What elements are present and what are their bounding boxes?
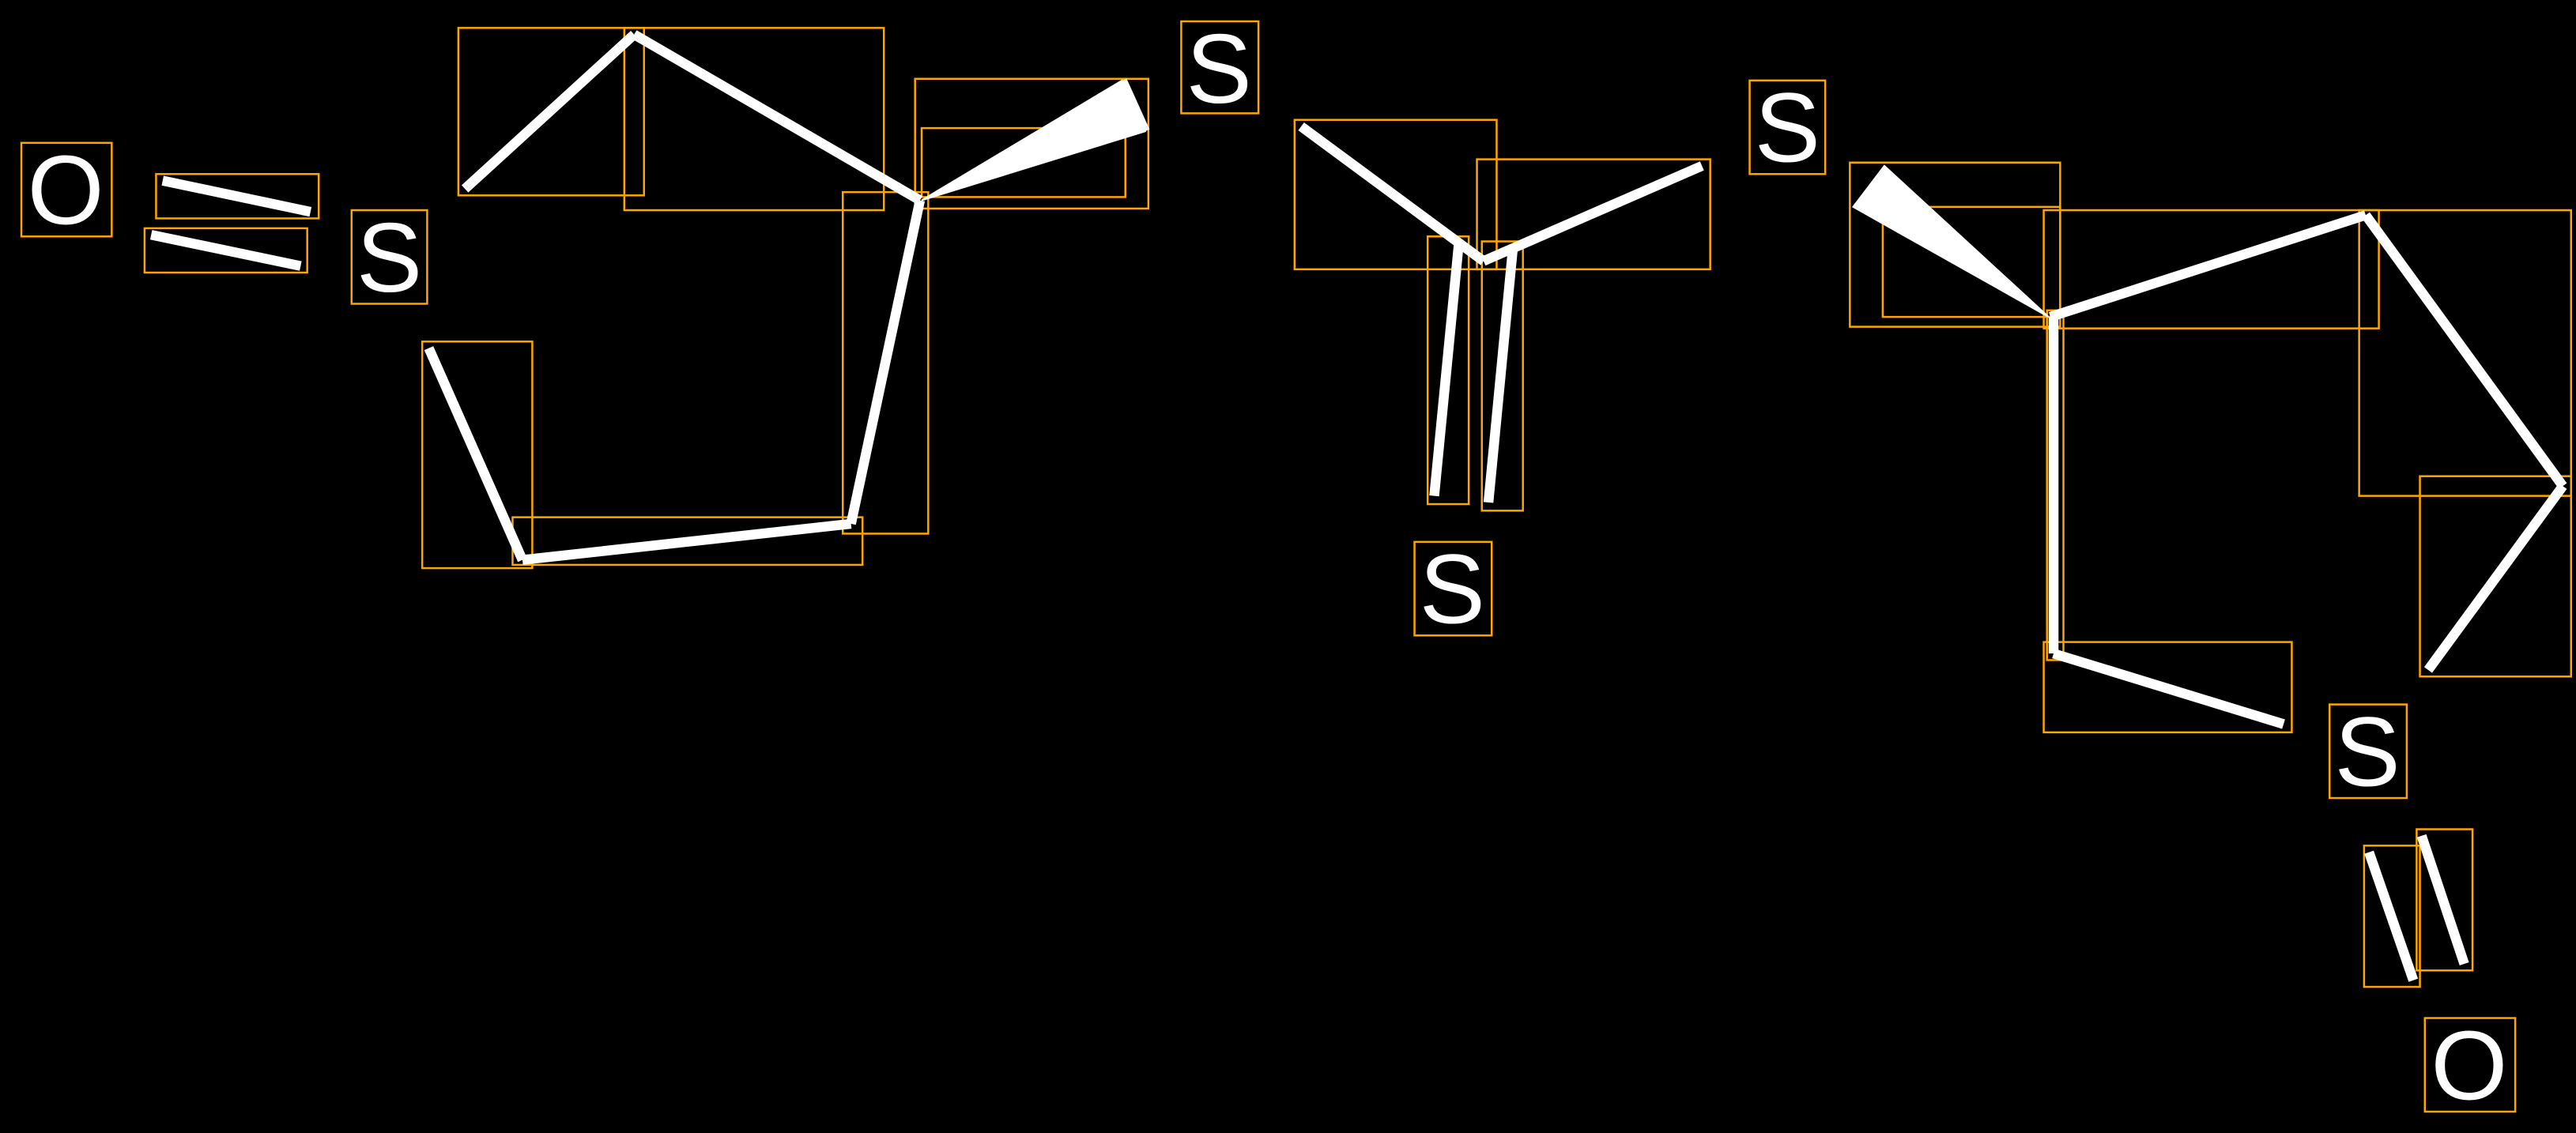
bond-line xyxy=(2423,483,2567,673)
bounding-box xyxy=(143,227,308,274)
bond-line xyxy=(1429,242,1464,497)
bounding-box xyxy=(1293,119,1498,271)
bounding-box xyxy=(2363,845,2421,988)
bounding-box xyxy=(1480,240,1524,512)
bounding-box xyxy=(1748,79,1827,175)
bonds xyxy=(149,30,2567,982)
bounding-box xyxy=(1881,205,2061,318)
atom-o-1: O xyxy=(28,136,104,246)
bond-line xyxy=(2416,834,2469,965)
bounding-box xyxy=(1180,20,1260,115)
atom-s-4: S xyxy=(1755,73,1820,183)
bond-line xyxy=(2052,649,2285,729)
bond-line xyxy=(149,230,302,271)
bond-line xyxy=(846,199,926,525)
bounding-box xyxy=(2328,703,2408,800)
atom-s-1: S xyxy=(356,203,422,313)
bond-line xyxy=(2361,212,2567,489)
bond-line xyxy=(2364,850,2419,982)
wedge-bond xyxy=(921,79,1147,201)
bounding-box xyxy=(2423,1017,2517,1113)
wedge-bond xyxy=(1851,164,2050,318)
bond-line xyxy=(1481,161,1704,266)
bounding-box xyxy=(20,141,113,238)
bounding-box xyxy=(350,209,428,305)
bond-line xyxy=(632,30,923,205)
bounding-box xyxy=(1476,158,1711,271)
atom-labels: O S S S S S O xyxy=(28,14,2508,1120)
bond-line xyxy=(461,31,638,193)
bounding-box xyxy=(841,190,930,535)
atom-s-3: S xyxy=(1420,535,1485,645)
bounding-box xyxy=(920,126,1126,198)
bounding-box xyxy=(2042,641,2293,734)
bounding-box xyxy=(914,77,1150,210)
bounding-box xyxy=(2419,475,2573,678)
bounding-boxes xyxy=(20,20,2573,1113)
bounding-box xyxy=(2358,209,2573,497)
bond-line xyxy=(424,346,527,563)
bond-line xyxy=(1483,246,1518,503)
bounding-box xyxy=(457,27,645,197)
bounding-box xyxy=(1413,540,1493,637)
atom-s-5: S xyxy=(2334,697,2400,807)
bond-line xyxy=(161,175,312,217)
bond-line xyxy=(522,518,852,565)
bond-line xyxy=(1298,122,1487,265)
atom-o-2: O xyxy=(2431,1011,2507,1120)
bounding-box xyxy=(2042,209,2380,329)
bounding-box xyxy=(623,27,885,212)
atom-s-2: S xyxy=(1186,14,1252,124)
bond-line xyxy=(2048,210,2367,322)
bounding-box xyxy=(421,341,534,570)
bounding-box xyxy=(2416,828,2474,972)
bounding-box xyxy=(155,173,320,220)
